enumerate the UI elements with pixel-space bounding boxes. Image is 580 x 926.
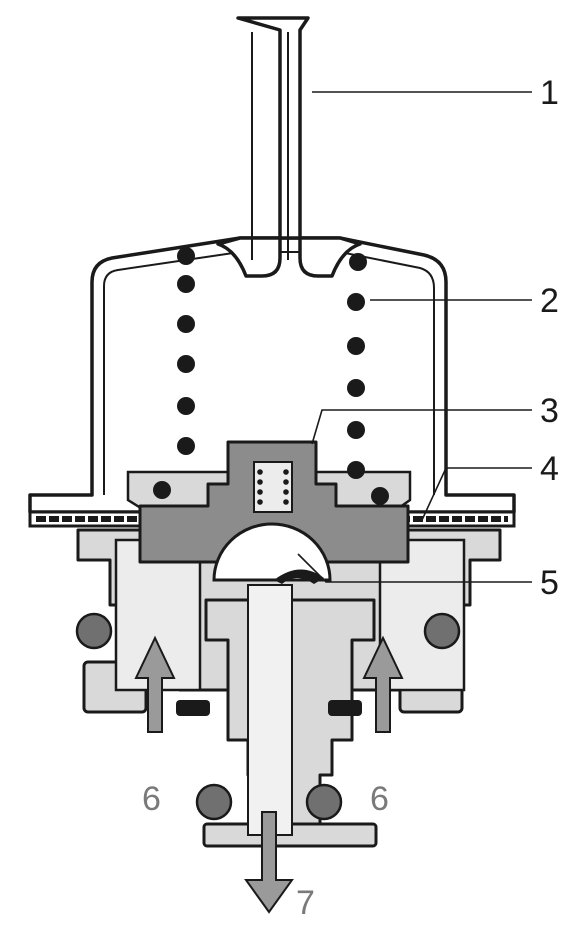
callout-labels: 1 2 3 4 5 6 6 7 [142,74,559,922]
callout-2: 2 [540,282,559,320]
leader-3 [311,409,532,445]
callout-7: 7 [296,884,315,922]
callout-1: 1 [540,74,559,112]
outlet-bore [247,584,293,836]
fuel-outlet-arrow [244,811,294,914]
callout-6-right: 6 [370,780,389,818]
callout-4: 4 [540,450,559,488]
leader-4 [421,467,532,521]
leader-5 [297,553,532,583]
fuel-inlet-arrows [134,635,404,733]
callout-3: 3 [540,392,559,430]
callout-5: 5 [540,564,559,602]
callout-6-left: 6 [142,780,161,818]
compression-spring [153,247,389,505]
valve-seat [274,569,324,584]
o-rings [75,612,461,821]
leader-lines [297,91,532,583]
valve-ball [212,522,332,582]
inlet-arrow-left [134,635,176,733]
seal-rings [176,700,362,716]
inner-spring [253,461,293,513]
housing-cover-inner [103,251,435,495]
inner-chamber [114,538,466,692]
inlet-arrow-right [362,635,404,733]
inner-spring-coils [257,469,289,505]
